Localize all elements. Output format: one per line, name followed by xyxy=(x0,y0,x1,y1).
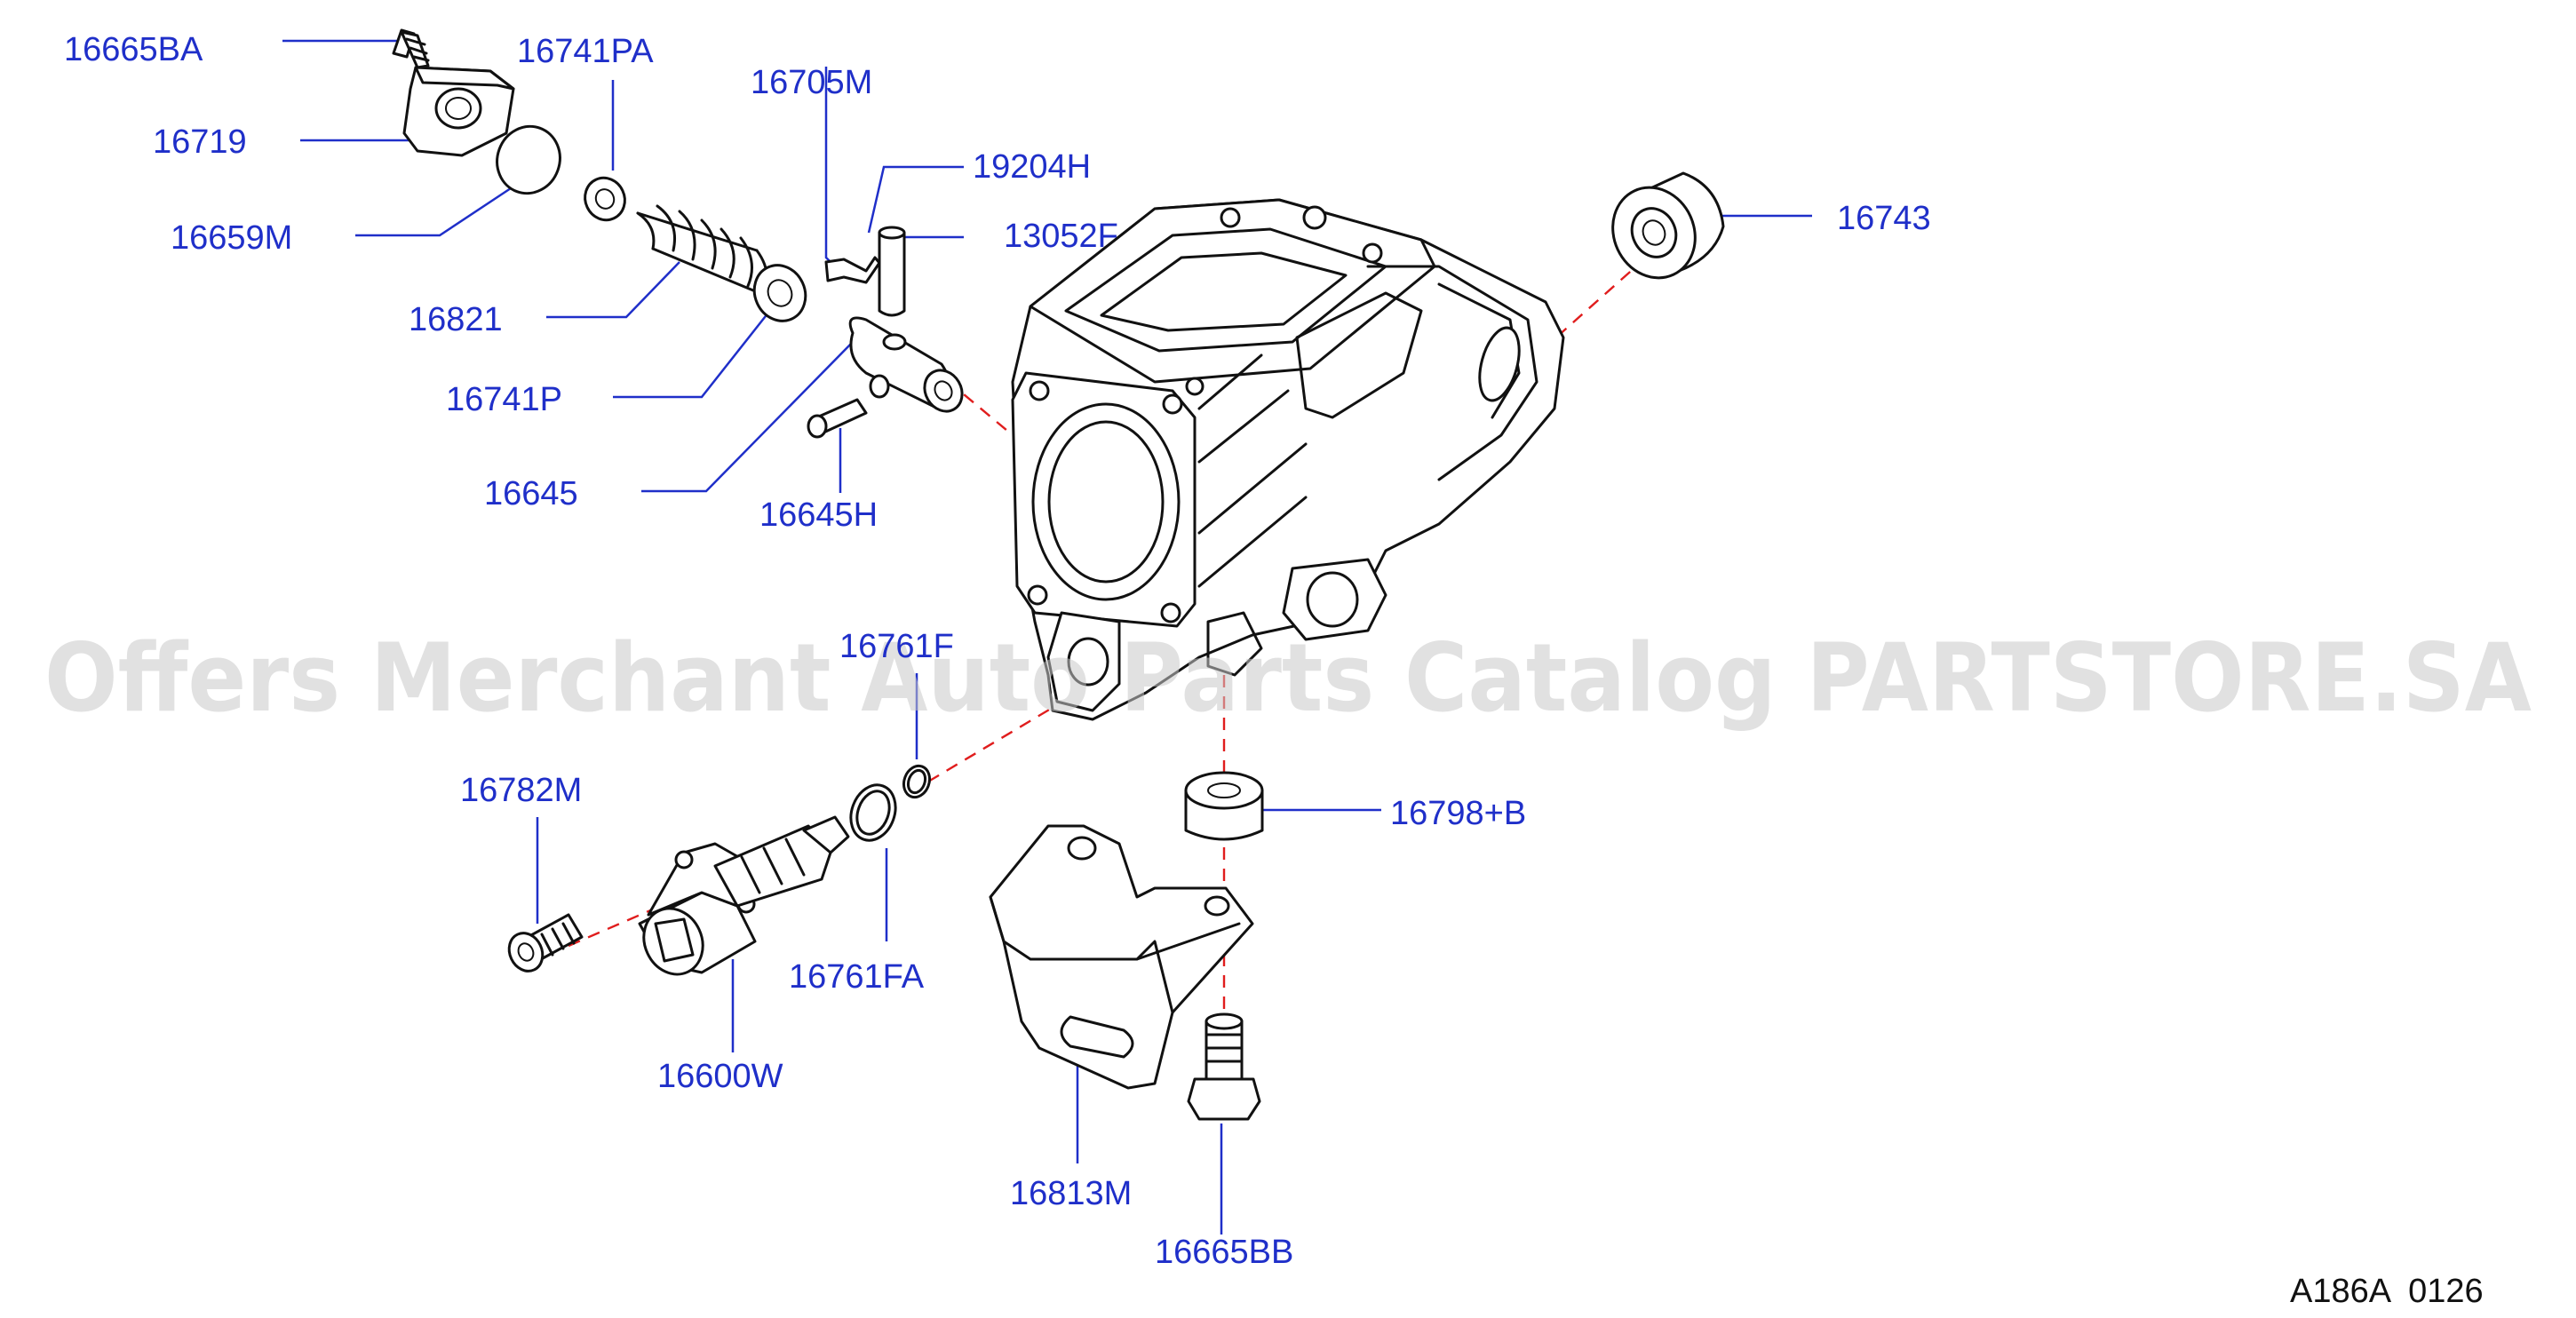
part-labels: 16665BA 16741PA 16719 16705M 19204H 1665… xyxy=(64,31,1931,1271)
watermark: Offers Merchant Auto Parts Catalog PARTS… xyxy=(44,623,2532,733)
label-16665BA: 16665BA xyxy=(64,31,203,68)
disc-16659M xyxy=(496,124,561,195)
bolt-16665BA xyxy=(392,28,430,69)
bracket-16705M xyxy=(824,256,881,284)
label-13052F: 13052F xyxy=(1004,218,1118,255)
label-16741PA: 16741PA xyxy=(517,33,654,70)
washer-16741P xyxy=(752,264,807,322)
label-19204H: 19204H xyxy=(973,148,1091,186)
label-16782M: 16782M xyxy=(460,772,582,809)
bushing-16798B xyxy=(1184,771,1264,841)
label-16761F: 16761F xyxy=(839,628,954,665)
o-ring-16761F xyxy=(902,764,932,799)
pin-13052F xyxy=(878,226,906,317)
washer-16741PA xyxy=(584,176,626,222)
stud-16665BB xyxy=(1187,1012,1261,1121)
solenoid-16600W xyxy=(638,815,850,976)
label-16719: 16719 xyxy=(153,123,247,161)
label-16813M: 16813M xyxy=(1010,1175,1132,1212)
label-16741P: 16741P xyxy=(446,381,562,418)
label-16659M: 16659M xyxy=(171,219,292,257)
pump-housing xyxy=(1011,198,1565,721)
pin-16645H xyxy=(807,398,868,439)
leader-lines xyxy=(282,39,1812,1235)
lever-16645 xyxy=(848,316,964,413)
label-16798B: 16798+B xyxy=(1390,795,1526,832)
bracket-16813M xyxy=(989,824,1254,1090)
seal-16743 xyxy=(1611,171,1725,280)
label-16705M: 16705M xyxy=(751,64,872,101)
label-16665BB: 16665BB xyxy=(1155,1234,1293,1271)
label-16743: 16743 xyxy=(1837,200,1931,237)
o-ring-16761FA xyxy=(849,783,897,842)
label-16645: 16645 xyxy=(484,475,578,512)
label-16600W: 16600W xyxy=(657,1058,783,1095)
spring-16821 xyxy=(636,204,769,297)
label-16761FA: 16761FA xyxy=(789,958,925,996)
cover-plate-16719 xyxy=(402,66,515,157)
label-16821: 16821 xyxy=(409,301,503,338)
drawing-code: A186A 0126 xyxy=(2290,1273,2484,1310)
label-16645H: 16645H xyxy=(759,496,878,534)
bolt-16782M xyxy=(507,913,584,973)
